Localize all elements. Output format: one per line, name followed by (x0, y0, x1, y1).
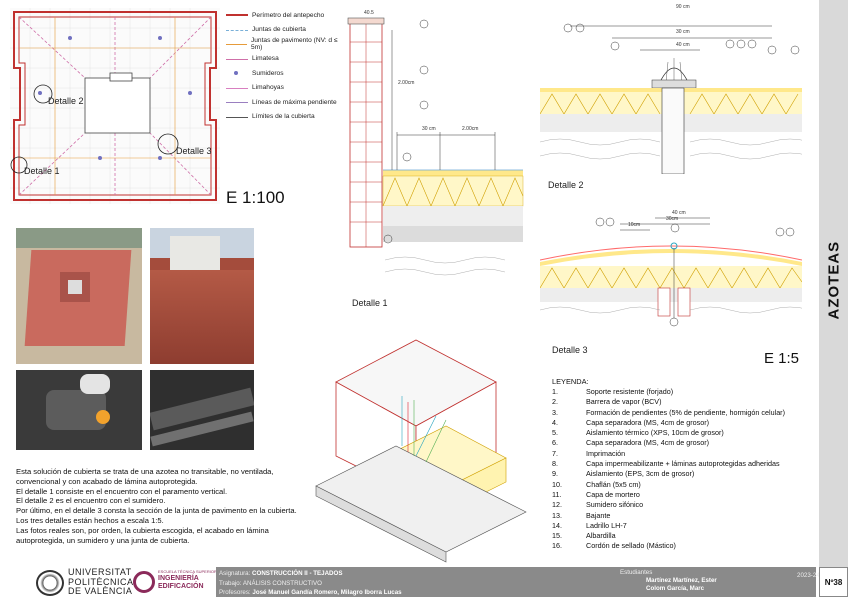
detail-1-title: Detalle 1 (352, 298, 388, 308)
plan-label-detail-3: Detalle 3 (176, 146, 212, 156)
isometric-drawing (315, 339, 527, 563)
upv-logo-icon (36, 570, 64, 596)
sheet-number: Nº38 (819, 567, 848, 597)
d1-dim-c: 2.00cm (462, 126, 479, 132)
key-label: Juntas de pavimento (NV: d ≤ 5m) (250, 37, 338, 52)
key-row: Juntas de cubierta (226, 23, 346, 38)
asignatura-line: Asignatura: CONSTRUCCIÓN II - TEJADOS (219, 570, 343, 577)
legend-row: 16.Cordón de sellado (Mástico) (552, 541, 676, 551)
plan-scale: E 1:100 (226, 188, 285, 207)
legend-row: 10.Chaflán (5x5 cm) (552, 479, 641, 489)
photo-roof-aerial (16, 228, 142, 364)
legend-row: 6.Capa separadora (MS, 4cm de grosor) (552, 438, 710, 448)
key-swatch (226, 84, 248, 92)
profesores-line: Profesores: José Manuel Gandía Romero, M… (219, 589, 402, 596)
footer-info-bar (216, 567, 816, 597)
d1-dim-a: 2.00cm (398, 80, 415, 86)
legend-row: 1.Soporte resistente (forjado) (552, 387, 674, 396)
legend-row: 9.Aislamiento (EPS, 3cm de grosor) (552, 469, 695, 479)
key-swatch (226, 98, 248, 106)
key-swatch (226, 40, 247, 48)
plan-key: Perímetro del antepecho Juntas de cubier… (226, 8, 346, 124)
legend-row: 4.Capa separadora (MS, 4cm de grosor) (552, 417, 710, 427)
d2-dim-b: 30 cm (676, 29, 690, 35)
key-label: Juntas de cubierta (252, 26, 306, 34)
student-1: Martínez Martínez, Ester (646, 577, 717, 584)
trabajo-line: Trabajo: ANÁLISIS CONSTRUCTIVO (219, 580, 322, 587)
detail-3-drawing (540, 217, 802, 327)
key-row: Sumideros (226, 66, 346, 81)
plan-label-detail-1: Detalle 1 (24, 166, 60, 176)
school-logo-icon (133, 571, 155, 593)
detail-3-title: Detalle 3 (552, 345, 588, 355)
legend-row: 8.Capa impermeabilizante + láminas autop… (552, 459, 780, 469)
legend: LEYENDA: 1.Soporte resistente (forjado) … (552, 376, 812, 552)
d2-dim-c: 40 cm (676, 42, 690, 48)
key-label: Perímetro del antepecho (252, 11, 325, 19)
key-row: Limatesa (226, 52, 346, 67)
school-name: ESCUELA TÉCNICA SUPERIOR INGENIERÍA EDIF… (158, 569, 217, 590)
legend-row: 14.Ladrillo LH-7 (552, 520, 627, 530)
legend-row: 13.Bajante (552, 510, 611, 520)
key-row: Líneas de máxima pendiente (226, 95, 346, 110)
key-label: Sumideros (252, 69, 284, 77)
key-label: Líneas de máxima pendiente (252, 98, 337, 106)
student-2: Colom García, Marc (646, 585, 705, 592)
academic-year: 2023-24 (797, 572, 820, 579)
legend-row: 5.Aislamiento térmico (XPS, 10cm de gros… (552, 428, 724, 438)
d1-dim-top: 40.5 (364, 10, 374, 16)
legend-row: 11.Capa de mortero (552, 489, 640, 499)
detail-2-title: Detalle 2 (548, 180, 584, 190)
legend-row: 12.Sumidero sifónico (552, 500, 644, 510)
legend-row: 3.Formación de pendientes (5% de pendien… (552, 407, 785, 417)
photo-drain (16, 370, 142, 450)
detail-1-drawing (347, 17, 524, 276)
key-label: Límites de la cubierta (252, 113, 315, 121)
photo-membrane-finish (150, 228, 254, 364)
key-swatch (226, 69, 248, 77)
legend-row: 7.Imprimación (552, 448, 626, 458)
university-name: UNIVERSITAT POLITÈCNICA DE VALÈNCIA (68, 567, 134, 596)
d3-dim-a: 40 cm (672, 210, 686, 216)
key-row: Perímetro del antepecho (226, 8, 346, 23)
estudiantes-label: Estudiantes (620, 569, 653, 576)
key-row: Juntas de pavimento (NV: d ≤ 5m) (226, 37, 346, 52)
key-swatch (226, 55, 248, 63)
key-label: Limatesa (252, 55, 279, 63)
d1-dim-b: 30 cm (422, 126, 436, 132)
key-row: Limahoyas (226, 81, 346, 96)
key-swatch (226, 113, 248, 121)
detail-scale: E 1:5 (764, 350, 800, 367)
legend-row: 15.Albardilla (552, 531, 616, 541)
d2-dim-a: 90 cm (676, 4, 690, 10)
key-swatch (226, 26, 248, 34)
key-label: Limahoyas (252, 84, 284, 92)
roof-plan-drawing (10, 8, 220, 204)
key-swatch (226, 11, 248, 19)
legend-row: 2.Barrera de vapor (BCV) (552, 397, 662, 407)
legend-title: LEYENDA: (552, 377, 589, 386)
photo-roof-joint (150, 370, 254, 450)
plan-label-detail-2: Detalle 2 (48, 96, 84, 106)
detail-2-drawing (540, 23, 802, 174)
key-row: Límites de la cubierta (226, 110, 346, 125)
side-bar (819, 0, 848, 567)
d3-dim-c: 10cm (628, 222, 641, 228)
description-text: Esta solución de cubierta se trata de un… (16, 467, 297, 545)
side-title: AZOTEAS (825, 240, 843, 320)
d3-dim-b: 30cm (666, 216, 679, 222)
